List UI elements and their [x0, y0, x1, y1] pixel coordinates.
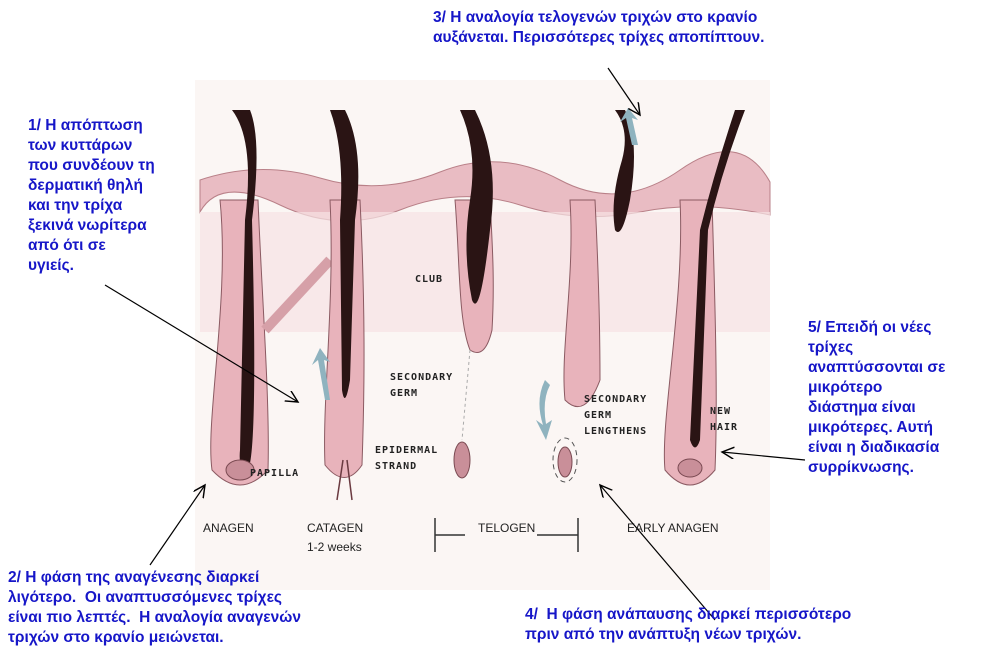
follicle-late-telogen — [536, 108, 638, 483]
follicle-catagen — [312, 110, 365, 501]
telogen-bracket — [434, 518, 579, 552]
pointer-arrows — [104, 67, 806, 621]
note-2: 2/ Η φάση της αναγένεσης διαρκεί λιγότερ… — [8, 569, 301, 646]
stage-catagen: CATAGEN — [307, 521, 363, 535]
label-lengthens-3: LENGTHENS — [584, 426, 647, 437]
label-papilla: PAPILLA — [250, 468, 299, 479]
label-new-hair-1: NEW — [710, 406, 731, 417]
label-lengthens-2: GERM — [584, 410, 612, 421]
label-epidermal-2: STRAND — [375, 461, 417, 472]
follicle-anagen — [210, 110, 334, 486]
note-4: 4/ Η φάση ανάπαυσης διαρκεί περισσότερο … — [525, 606, 852, 643]
label-new-hair-2: HAIR — [710, 422, 738, 433]
label-epidermal-1: EPIDERMAL — [375, 445, 438, 456]
stage-early-anagen: EARLY ANAGEN — [627, 521, 719, 535]
follicle-telogen — [453, 110, 494, 479]
note-3: 3/ Η αναλογία τελογενών τριχών στο κρανί… — [433, 9, 765, 46]
label-club: CLUB — [415, 274, 443, 285]
follicle-early-anagen — [663, 110, 745, 486]
note-5: 5/ Επειδή οι νέες τρίχες αναπτύσσονται σ… — [808, 319, 946, 476]
stage-telogen: TELOGEN — [478, 521, 535, 535]
label-secondary-germ-2: GERM — [390, 388, 418, 399]
stage-catagen-duration: 1-2 weeks — [307, 540, 362, 554]
label-lengthens-1: SECONDARY — [584, 394, 647, 405]
stage-anagen: ANAGEN — [203, 521, 254, 535]
label-secondary-germ-1: SECONDARY — [390, 372, 453, 383]
note-1: 1/ Η απόπτωση των κυττάρων που συνδέουν … — [28, 117, 155, 274]
